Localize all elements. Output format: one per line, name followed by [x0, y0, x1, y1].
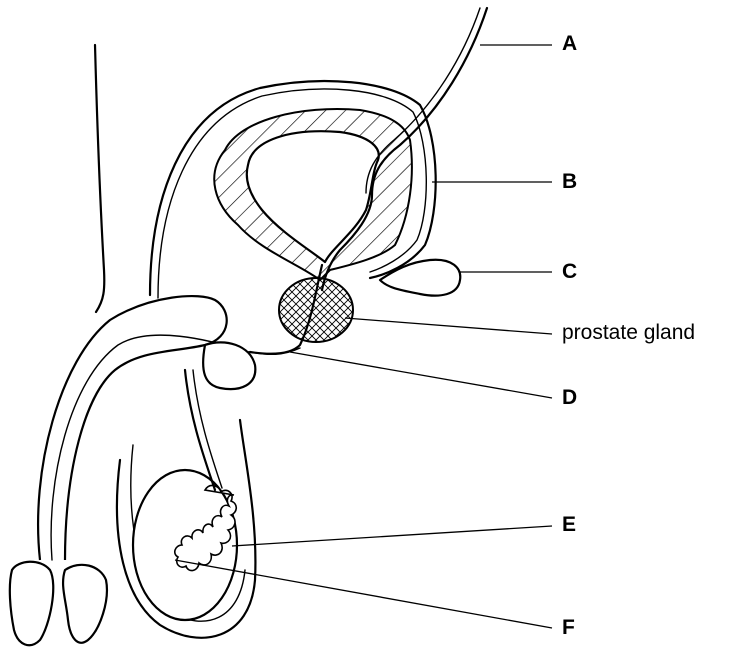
label-b: B: [562, 170, 577, 194]
glans: [10, 562, 53, 645]
label-prostate-gland: prostate gland: [562, 321, 695, 345]
bulb: [203, 342, 255, 389]
label-f: F: [562, 616, 575, 640]
leader-prostate: [345, 318, 552, 334]
leader-d: [290, 352, 552, 398]
label-e: E: [562, 513, 576, 537]
leader-f: [175, 560, 552, 628]
label-d: D: [562, 386, 577, 410]
label-a: A: [562, 32, 577, 56]
glans-right: [63, 565, 107, 643]
leader-e: [232, 526, 552, 546]
seminal-vesicle: [380, 260, 460, 296]
body-outline: [95, 45, 104, 312]
label-c: C: [562, 260, 577, 284]
